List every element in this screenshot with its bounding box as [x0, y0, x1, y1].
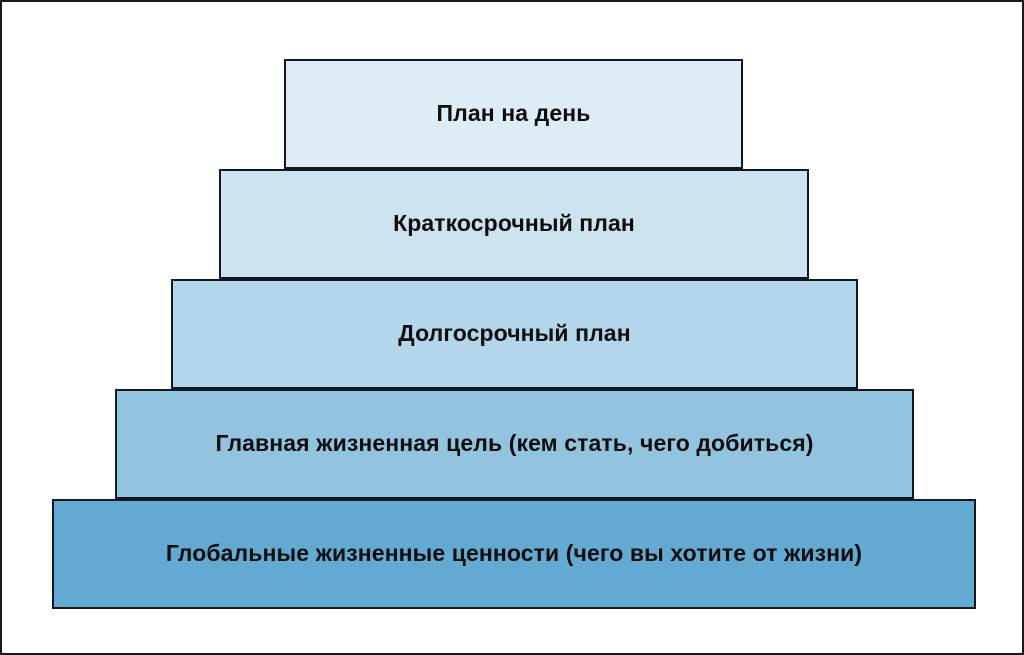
pyramid-tier-4[interactable]: Главная жизненная цель (кем стать, чего …	[115, 389, 914, 499]
pyramid-tier-4-label: Главная жизненная цель (кем стать, чего …	[215, 430, 814, 457]
pyramid-tier-1[interactable]: План на день	[284, 59, 743, 169]
pyramid-tier-3-label: Долгосрочный план	[398, 320, 631, 347]
pyramid-tier-5-label: Глобальные жизненные ценности (чего вы х…	[165, 540, 863, 567]
pyramid-tier-2[interactable]: Краткосрочный план	[219, 169, 809, 279]
pyramid-tier-2-label: Краткосрочный план	[393, 210, 635, 237]
pyramid-tier-3[interactable]: Долгосрочный план	[171, 279, 858, 389]
pyramid-tier-1-label: План на день	[436, 100, 591, 127]
pyramid-tier-5[interactable]: Глобальные жизненные ценности (чего вы х…	[52, 499, 976, 609]
